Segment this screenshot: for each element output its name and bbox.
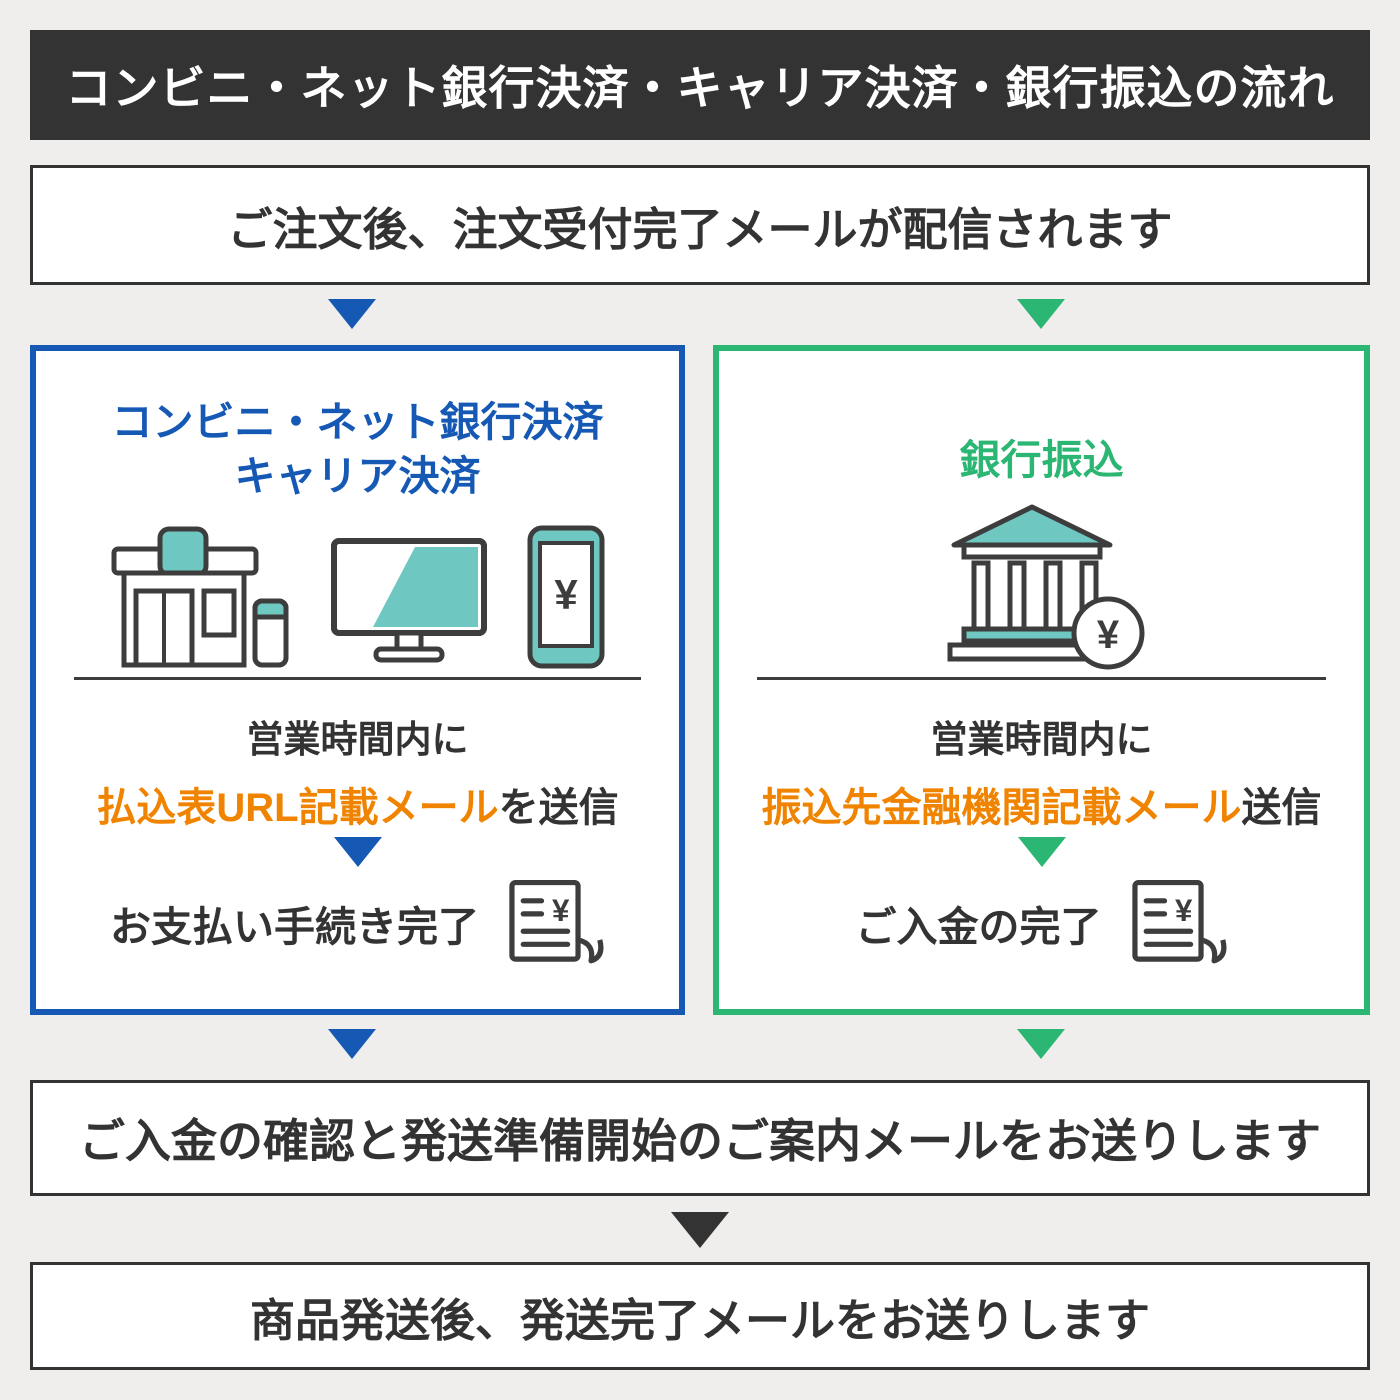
send-suffix: 送信 [1241, 786, 1322, 830]
yen-symbol: ¥ [1174, 893, 1192, 928]
down-arrow-blue-icon [328, 299, 376, 329]
payment-complete-label: お支払い手続き完了 [110, 904, 479, 950]
branch-bank-transfer: 銀行振込 ¥ 営業時間内に 振込先金融機関記載メ [713, 345, 1370, 1015]
down-arrow-green-icon [1017, 837, 1066, 867]
receipt-icon: ¥ [1128, 877, 1228, 969]
business-hours-text: 営業時間内に [246, 719, 469, 760]
branch-left-title: コンビニ・ネット銀行決済 キャリア決済 [36, 395, 679, 503]
payment-url-mail-highlight: 払込表URL記載メール [96, 786, 499, 830]
send-mail-text: 振込先金融機関記載メール送信 [719, 775, 1364, 833]
page-title: コンビニ・ネット銀行決済・キャリア決済・銀行振込の流れ [65, 62, 1335, 114]
divider [74, 677, 641, 680]
branch-convenience-payment: コンビニ・ネット銀行決済 キャリア決済 [30, 345, 685, 1015]
send-mail-text: 払込表URL記載メールを送信 [36, 775, 679, 833]
bank-icon: ¥ [936, 501, 1148, 675]
down-arrow-green-icon [1017, 1029, 1065, 1059]
smartphone-icon: ¥ [525, 523, 607, 671]
branch-left-title-line1: コンビニ・ネット銀行決済 [111, 399, 604, 445]
receipt-icon: ¥ [505, 877, 605, 969]
payment-method-icons: ¥ [36, 509, 679, 671]
down-arrow-dark-icon [671, 1212, 729, 1248]
yen-badge [1071, 596, 1144, 670]
deposit-complete-row: ご入金の完了 ¥ [719, 877, 1364, 969]
down-arrow-blue-icon [333, 837, 382, 867]
yen-symbol: ¥ [554, 571, 578, 618]
step-shipped-text: 商品発送後、発送完了メールをお送りします [249, 1294, 1150, 1346]
left-notice: 営業時間内に 払込表URL記載メールを送信 [36, 709, 679, 833]
step-shipped: 商品発送後、発送完了メールをお送りします [30, 1262, 1370, 1370]
business-hours-text: 営業時間内に [930, 719, 1153, 760]
deposit-complete-label: ご入金の完了 [855, 904, 1102, 950]
step-payment-confirmed: ご入金の確認と発送準備開始のご案内メールをお送りします [30, 1080, 1370, 1196]
send-suffix: を送信 [498, 786, 619, 830]
computer-icon [329, 536, 489, 671]
bank-icon-wrap: ¥ [719, 501, 1364, 675]
step-order-received: ご注文後、注文受付完了メールが配信されます [30, 165, 1370, 285]
step-payment-confirmed-text: ご入金の確認と発送準備開始のご案内メールをお送りします [79, 1115, 1321, 1167]
down-arrow-blue-icon [328, 1029, 376, 1059]
branch-right-title: 銀行振込 [959, 437, 1124, 483]
step-order-received-text: ご注文後、注文受付完了メールが配信されます [227, 203, 1173, 255]
yen-symbol: ¥ [1096, 613, 1119, 657]
divider [757, 677, 1326, 680]
title-bar: コンビニ・ネット銀行決済・キャリア決済・銀行振込の流れ [30, 30, 1370, 140]
yen-symbol: ¥ [552, 893, 570, 928]
branch-left-title-line2: キャリア決済 [234, 453, 481, 500]
payment-complete-row: お支払い手続き完了 ¥ [36, 877, 679, 969]
down-arrow-green-icon [1017, 299, 1065, 329]
right-notice: 営業時間内に 振込先金融機関記載メール送信 [719, 709, 1364, 833]
convenience-store-icon [108, 521, 293, 671]
bank-mail-highlight: 振込先金融機関記載メール [761, 786, 1242, 830]
